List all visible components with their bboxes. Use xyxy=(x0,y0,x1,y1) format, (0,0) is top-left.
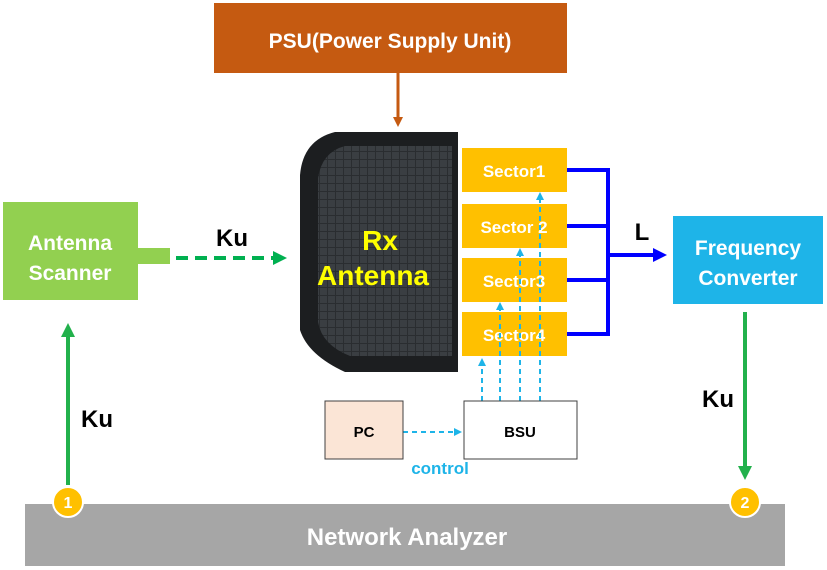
link-label-l: L xyxy=(635,219,650,246)
rx-antenna-label-line1: Rx xyxy=(362,225,398,256)
psu-box: PSU(Power Supply Unit) xyxy=(214,3,567,73)
control-label: control xyxy=(411,459,469,478)
sector-4: Sector4 xyxy=(462,312,567,356)
port-2-badge: 2 xyxy=(729,486,761,518)
sector-1-label: Sector1 xyxy=(483,162,545,181)
sector-3-label: Sector3 xyxy=(483,272,545,291)
network-analyzer-bar: Network Analyzer xyxy=(25,504,785,566)
psu-label: PSU(Power Supply Unit) xyxy=(269,30,512,53)
pc-label: PC xyxy=(354,424,375,441)
antenna-scanner-line1: Antenna xyxy=(28,232,112,255)
frequency-converter-box: Frequency Converter xyxy=(673,216,823,304)
pc-box: PC xyxy=(324,400,404,460)
sector-2-label: Sector 2 xyxy=(480,218,547,237)
sector-2: Sector 2 xyxy=(462,204,567,248)
sector-3: Sector3 xyxy=(462,258,567,302)
sector-1: Sector1 xyxy=(462,148,567,192)
frequency-converter-line1: Frequency xyxy=(695,237,802,260)
rx-antenna: Rx Antenna xyxy=(300,132,458,372)
network-analyzer-label: Network Analyzer xyxy=(307,524,508,551)
sector-combiner-lines xyxy=(567,168,667,336)
antenna-scanner-box: Antenna Scanner xyxy=(3,202,170,300)
link-label-ku-top: Ku xyxy=(216,225,248,252)
frequency-converter-line2: Converter xyxy=(698,267,797,290)
port-1-badge: 1 xyxy=(52,486,84,518)
port-2-label: 2 xyxy=(741,495,750,512)
link-label-ku-right: Ku xyxy=(702,386,734,413)
bsu-box: BSU xyxy=(463,400,578,460)
link-label-ku-left: Ku xyxy=(81,406,113,433)
bsu-label: BSU xyxy=(504,424,536,441)
rx-antenna-label-line2: Antenna xyxy=(317,260,429,291)
sector-4-label: Sector4 xyxy=(483,326,546,345)
bsu-control-lines xyxy=(403,192,544,436)
port-1-label: 1 xyxy=(64,495,73,512)
antenna-scanner-line2: Scanner xyxy=(29,262,112,285)
